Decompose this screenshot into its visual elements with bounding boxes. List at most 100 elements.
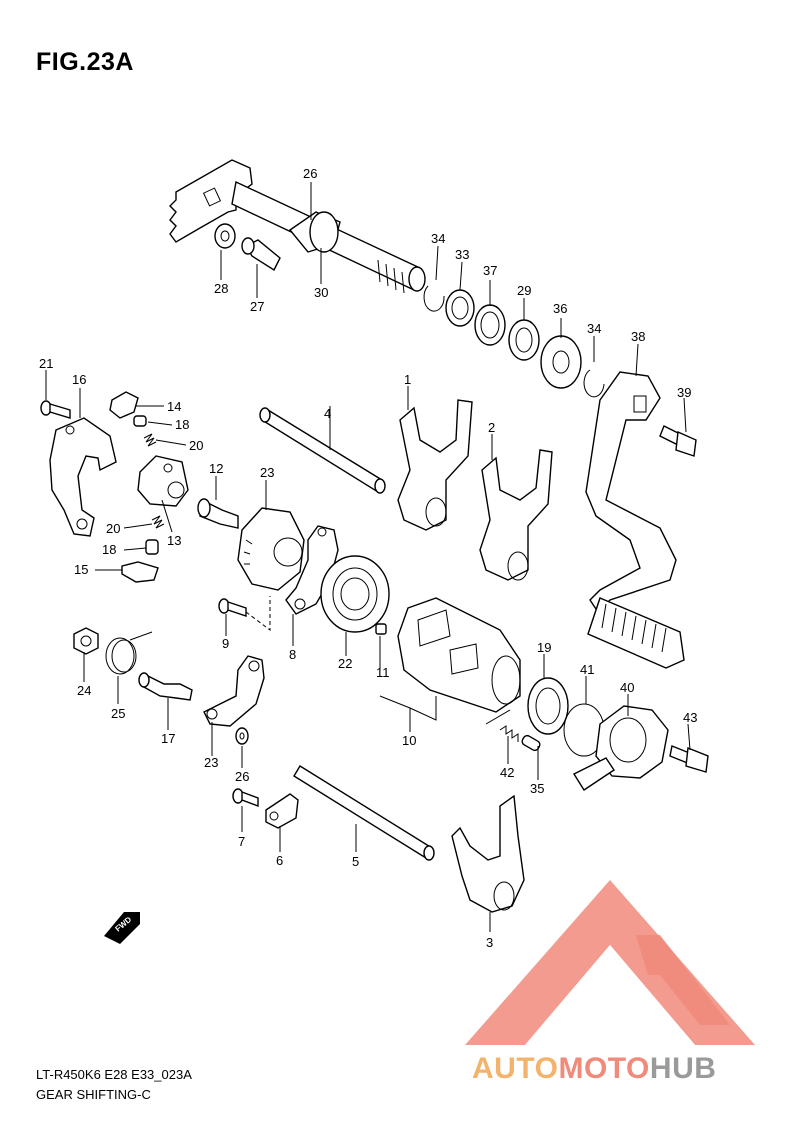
fwd-arrow-icon: FWD [104, 912, 140, 944]
part-43-bolt [669, 745, 709, 773]
callout-2: 2 [488, 420, 495, 435]
part-40-pin [521, 734, 541, 752]
part-24-shift-arm [203, 655, 265, 727]
part-39-gear-position-switch [572, 705, 669, 791]
part-34b-circlip [583, 369, 605, 398]
watermark-logo [465, 880, 755, 1045]
callout-1: 1 [404, 372, 411, 387]
callout-15: 15 [74, 562, 88, 577]
callout-12: 12 [209, 461, 223, 476]
part-18b-pin [145, 539, 159, 555]
part-26-spring [105, 631, 153, 675]
callout-5: 5 [352, 854, 359, 869]
figure-name: GEAR SHIFTING-C [36, 1087, 151, 1102]
callout-36: 37 [483, 263, 497, 278]
leader-lines [45, 182, 691, 932]
watermark-text-hub: HUB [649, 1052, 717, 1085]
part-22-nut [73, 627, 99, 655]
part-20b-spring [151, 515, 165, 529]
callout-16: 16 [72, 372, 86, 387]
callout-40: 35 [530, 781, 544, 796]
callout-14: 14 [167, 399, 181, 414]
part-8-plate [285, 525, 339, 615]
callout-27: 26 [235, 769, 249, 784]
part-14-stopper [109, 391, 139, 419]
figure-model-code: LT-R450K6 E28 E33_023A [36, 1067, 192, 1082]
part-29-pin [241, 237, 281, 272]
callout-3: 3 [486, 935, 493, 950]
callout-29: 27 [250, 299, 264, 314]
callout-35: 36 [553, 301, 567, 316]
callout-19: 19 [537, 640, 551, 655]
callout-25: 23 [260, 465, 274, 480]
part-11-pin [375, 623, 387, 635]
part-9-screw [218, 596, 271, 631]
callout-labels: 26 28 27 30 34 33 37 29 36 34 38 39 21 1… [39, 166, 697, 950]
watermark-text-auto: AUTO [472, 1052, 559, 1085]
part-23-bearing [320, 555, 390, 633]
callout-34b: 34 [587, 321, 601, 336]
callout-6: 6 [276, 853, 283, 868]
part-38-bolt [659, 425, 697, 457]
part-2-shift-fork [479, 449, 553, 581]
callout-7: 7 [238, 834, 245, 849]
part-12-bolt [197, 498, 239, 529]
callout-43: 43 [683, 710, 697, 725]
watermark-text-moto: MOTO [558, 1052, 650, 1085]
part-13-holder [137, 455, 189, 507]
callout-18b: 18 [102, 542, 116, 557]
part-20-spring [143, 433, 157, 447]
callout-26: 25 [111, 706, 125, 721]
part-18-pin [133, 415, 147, 427]
part-27-washer [235, 727, 249, 745]
callout-11: 11 [376, 665, 390, 680]
callout-8: 8 [289, 647, 296, 662]
part-42-spring [499, 725, 519, 742]
part-19-bearing [527, 677, 569, 735]
callout-39: 40 [620, 680, 634, 695]
callout-23: 22 [338, 656, 352, 671]
callout-4: 4 [324, 406, 331, 421]
callout-17: 17 [161, 731, 175, 746]
part-34-circlip [423, 285, 445, 312]
callout-13: 13 [167, 533, 181, 548]
part-33-washer [445, 289, 475, 327]
callout-22: 24 [77, 683, 91, 698]
part-37-gearshift-lever [585, 371, 685, 669]
part-35-washer [540, 335, 582, 389]
callout-33: 33 [455, 247, 469, 262]
part-21-screw [40, 400, 71, 419]
callout-9: 9 [222, 636, 229, 651]
callout-10: 10 [402, 733, 416, 748]
part-15-stopper [121, 561, 159, 583]
callout-24: 23 [204, 755, 218, 770]
callout-34: 34 [431, 231, 445, 246]
part-31-oil-seal [508, 319, 540, 361]
watermark-text: AUTOMOTOHUB [472, 1052, 716, 1086]
callout-20: 20 [189, 438, 203, 453]
part-25-cam-gear [237, 507, 305, 591]
part-28-gearshift-shaft [169, 159, 426, 294]
part-17-bolt [138, 672, 193, 701]
part-30-washer [214, 223, 236, 249]
part-6-plate [265, 793, 299, 829]
part-36-bearing [474, 304, 506, 346]
callout-42: 42 [500, 765, 514, 780]
part-1-shift-fork [397, 399, 473, 531]
callout-31: 29 [517, 283, 531, 298]
callout-18: 18 [175, 417, 189, 432]
figure-title: FIG.23A [36, 48, 134, 76]
callout-21: 21 [39, 356, 53, 371]
part-10-shift-drum [397, 597, 521, 713]
part-7-screw [232, 788, 259, 808]
callout-41: 41 [580, 662, 594, 677]
part-4-fork-shaft [259, 407, 386, 494]
callout-32: 30 [314, 285, 328, 300]
callout-20b: 20 [106, 521, 120, 536]
part-16-plate [49, 417, 117, 537]
part-3-shift-fork [451, 794, 525, 913]
callout-30: 28 [214, 281, 228, 296]
part-5-fork-shaft [293, 765, 435, 861]
